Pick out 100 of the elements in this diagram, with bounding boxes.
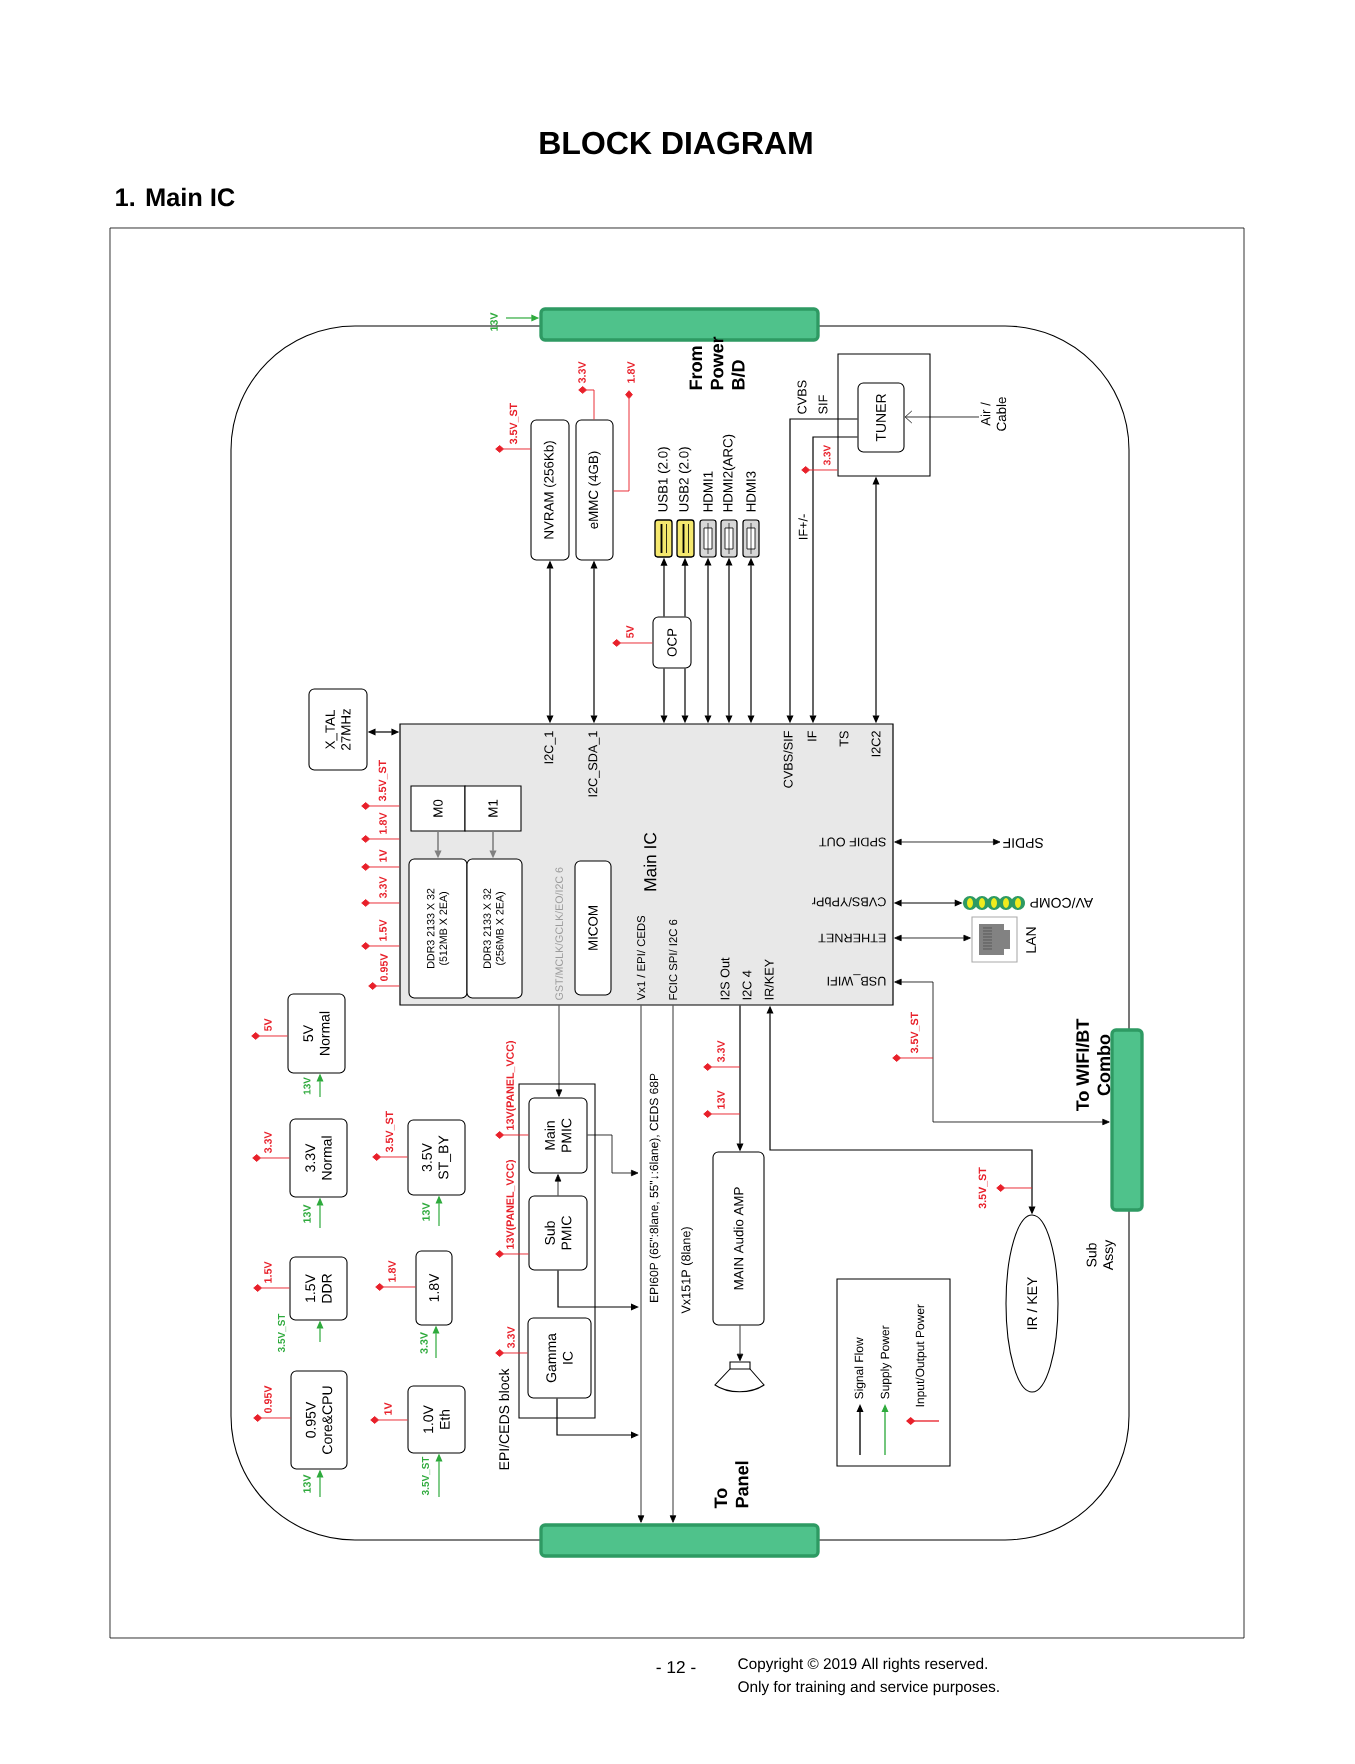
text-label: IF+/- bbox=[798, 514, 808, 539]
component-box: Sub PMIC bbox=[528, 1195, 588, 1271]
edge-label: Vx151P (8lane) bbox=[681, 1227, 693, 1314]
port-label: ETHERNET bbox=[818, 933, 886, 943]
text-label: Sub Assy bbox=[1086, 1239, 1116, 1271]
text-label: Only for training and service purposes. bbox=[738, 1680, 999, 1696]
power-input-line bbox=[361, 835, 400, 843]
edge-label: 3.5V_ST bbox=[378, 760, 388, 802]
chip-label: Main IC bbox=[643, 832, 657, 891]
edge-label: 0.95V bbox=[264, 1385, 272, 1413]
port-label: I2C2 bbox=[871, 731, 881, 757]
signal-arrow bbox=[587, 1134, 639, 1177]
connector-caption: From Power B/D bbox=[689, 336, 745, 390]
power-input-line bbox=[253, 1284, 290, 1292]
legend-text: Input/Output Power bbox=[915, 1304, 927, 1407]
power-input-line bbox=[361, 802, 400, 810]
connector-caption: To Panel bbox=[714, 1461, 749, 1509]
component-box: 3.3V Normal bbox=[289, 1118, 348, 1198]
text-label: 3.5V_ST bbox=[910, 1012, 920, 1054]
edge-label: 1.8V bbox=[627, 361, 635, 383]
port-label: FCIC SPI/ I2C 6 bbox=[668, 919, 678, 1000]
power-input-line bbox=[495, 445, 531, 453]
edge-label: 13V(PANEL_VCC) bbox=[506, 1160, 516, 1249]
power-input-line bbox=[361, 863, 400, 871]
power-input-line bbox=[495, 1250, 529, 1258]
port-label: CVBS/SIF bbox=[783, 731, 793, 788]
component-box: 1.8V bbox=[415, 1250, 453, 1326]
signal-arrow bbox=[736, 1325, 744, 1362]
connector-label: Air / Cable bbox=[980, 397, 1007, 431]
port-label: AV/COMP bbox=[1030, 897, 1094, 909]
port-label: GST/MCLK/GCLK/EO/I2C 6 bbox=[555, 867, 563, 1000]
port-label: USB2 (2.0) bbox=[678, 447, 692, 512]
edge-label: 13V bbox=[303, 1204, 311, 1223]
port-label: USB1 (2.0) bbox=[657, 447, 671, 512]
edge-label: 3.3V bbox=[264, 1131, 272, 1154]
power-input-line bbox=[368, 982, 400, 990]
edge-label: 3.3V bbox=[420, 1332, 428, 1354]
edge-label: EPI60P (65":8lane, 55"↓:6lane), CEDS 68P bbox=[649, 1073, 661, 1302]
component-box: 1.5V DDR bbox=[289, 1256, 348, 1321]
component-box: DDR3 2133 X 32 (512MB X 2EA) bbox=[408, 858, 468, 999]
text-label: 13V bbox=[717, 1090, 725, 1109]
power-input-line bbox=[578, 386, 595, 420]
port-label: HDMI2(ARC) bbox=[722, 434, 736, 512]
power-input-line bbox=[613, 390, 633, 492]
edge-label: 1.5V bbox=[379, 919, 387, 941]
text-label: Copyright © 2019 All rights reserved. bbox=[738, 1657, 987, 1673]
page-title: BLOCK DIAGRAM bbox=[540, 131, 812, 155]
power-input-line bbox=[801, 466, 838, 474]
signal-arrow bbox=[554, 1174, 562, 1196]
group-heading: EPI/CEDS block bbox=[498, 1368, 510, 1470]
text-label: 3.5V_ST bbox=[978, 1167, 988, 1209]
component-box: 0.95V Core&CPU bbox=[290, 1370, 348, 1470]
component-box: M1 bbox=[464, 785, 522, 832]
edge-label: 13V bbox=[303, 1077, 311, 1095]
component-box: eMMC (4GB) bbox=[575, 419, 614, 561]
text-label: - 12 - bbox=[656, 1660, 696, 1674]
signal-arrow bbox=[904, 410, 980, 424]
power-input-line bbox=[361, 942, 400, 950]
edge-label: 13V(PANEL_VCC) bbox=[506, 1041, 516, 1130]
legend-text: Signal Flow bbox=[854, 1337, 866, 1399]
edge-label: 13V bbox=[422, 1202, 430, 1221]
component-box: Main PMIC bbox=[528, 1097, 588, 1174]
power-input-line bbox=[361, 899, 400, 907]
edge-label: 3.5V_ST bbox=[277, 1313, 287, 1353]
text-label: 3.3V bbox=[717, 1040, 725, 1063]
port-label: I2C_SDA_1 bbox=[588, 731, 600, 797]
edge-label: 3.3V bbox=[578, 361, 586, 384]
component-box: TUNER bbox=[857, 382, 905, 453]
edge-label: 5V bbox=[626, 625, 634, 639]
component-box: OCP bbox=[652, 616, 692, 669]
port-label: HDMI1 bbox=[703, 471, 713, 512]
component-box: X_TAL 27MHz bbox=[308, 688, 368, 771]
power-input-line bbox=[495, 1131, 529, 1139]
power-input-line bbox=[612, 639, 653, 647]
port-label: Vx1 / EPI/ CEDS bbox=[636, 915, 646, 1001]
edge-label: 3.3V bbox=[507, 1326, 515, 1349]
edge-label: 1.8V bbox=[388, 1260, 396, 1282]
power-input-line bbox=[252, 1154, 290, 1162]
component-box: 5V Normal bbox=[287, 993, 346, 1074]
port-label: LAN bbox=[1026, 927, 1036, 953]
port-label: IF bbox=[807, 731, 817, 741]
edge-label: 1V bbox=[379, 849, 387, 862]
port-label: I2S Out bbox=[720, 957, 730, 1000]
text-label: SIF bbox=[818, 395, 828, 414]
signal-arrow bbox=[556, 1397, 639, 1439]
component-box: NVRAM (256Kb) bbox=[530, 419, 570, 561]
power-input-line bbox=[495, 1349, 528, 1357]
signal-arrow bbox=[637, 1005, 645, 1523]
signal-arrow bbox=[557, 1269, 639, 1311]
power-input-line bbox=[370, 1416, 408, 1424]
edge-label: 0.95V bbox=[380, 953, 388, 981]
edge-label: 13V bbox=[303, 1474, 311, 1493]
edge-label: 3.5V_ST bbox=[385, 1111, 395, 1153]
speaker-icon bbox=[714, 1361, 765, 1393]
edge-label: 13V bbox=[490, 312, 498, 331]
component-box: Gamma IC bbox=[527, 1317, 592, 1399]
signal-arrow bbox=[669, 1005, 677, 1523]
signal-arrow bbox=[555, 1005, 563, 1097]
edge-label: 1V bbox=[384, 1402, 392, 1415]
signal-arrow bbox=[894, 978, 1110, 1126]
